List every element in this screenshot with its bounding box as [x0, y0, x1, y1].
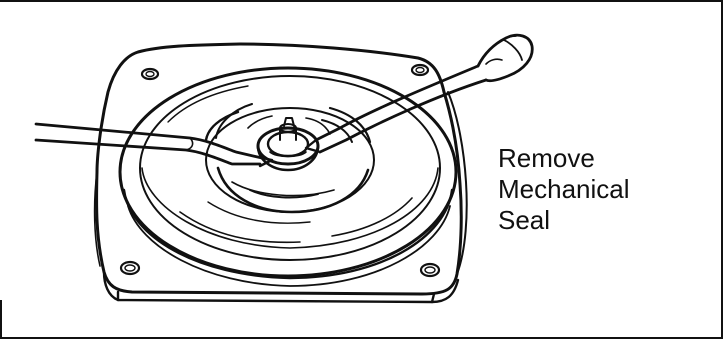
caption-line: Remove [498, 143, 708, 174]
right-screwdriver [306, 35, 532, 152]
seal-housing [120, 68, 456, 286]
caption-line: Mechanical [498, 174, 708, 205]
caption: Remove Mechanical Seal [498, 143, 708, 236]
caption-line: Seal [498, 205, 708, 236]
hub-rings [206, 104, 374, 212]
flange-plate [95, 44, 467, 302]
